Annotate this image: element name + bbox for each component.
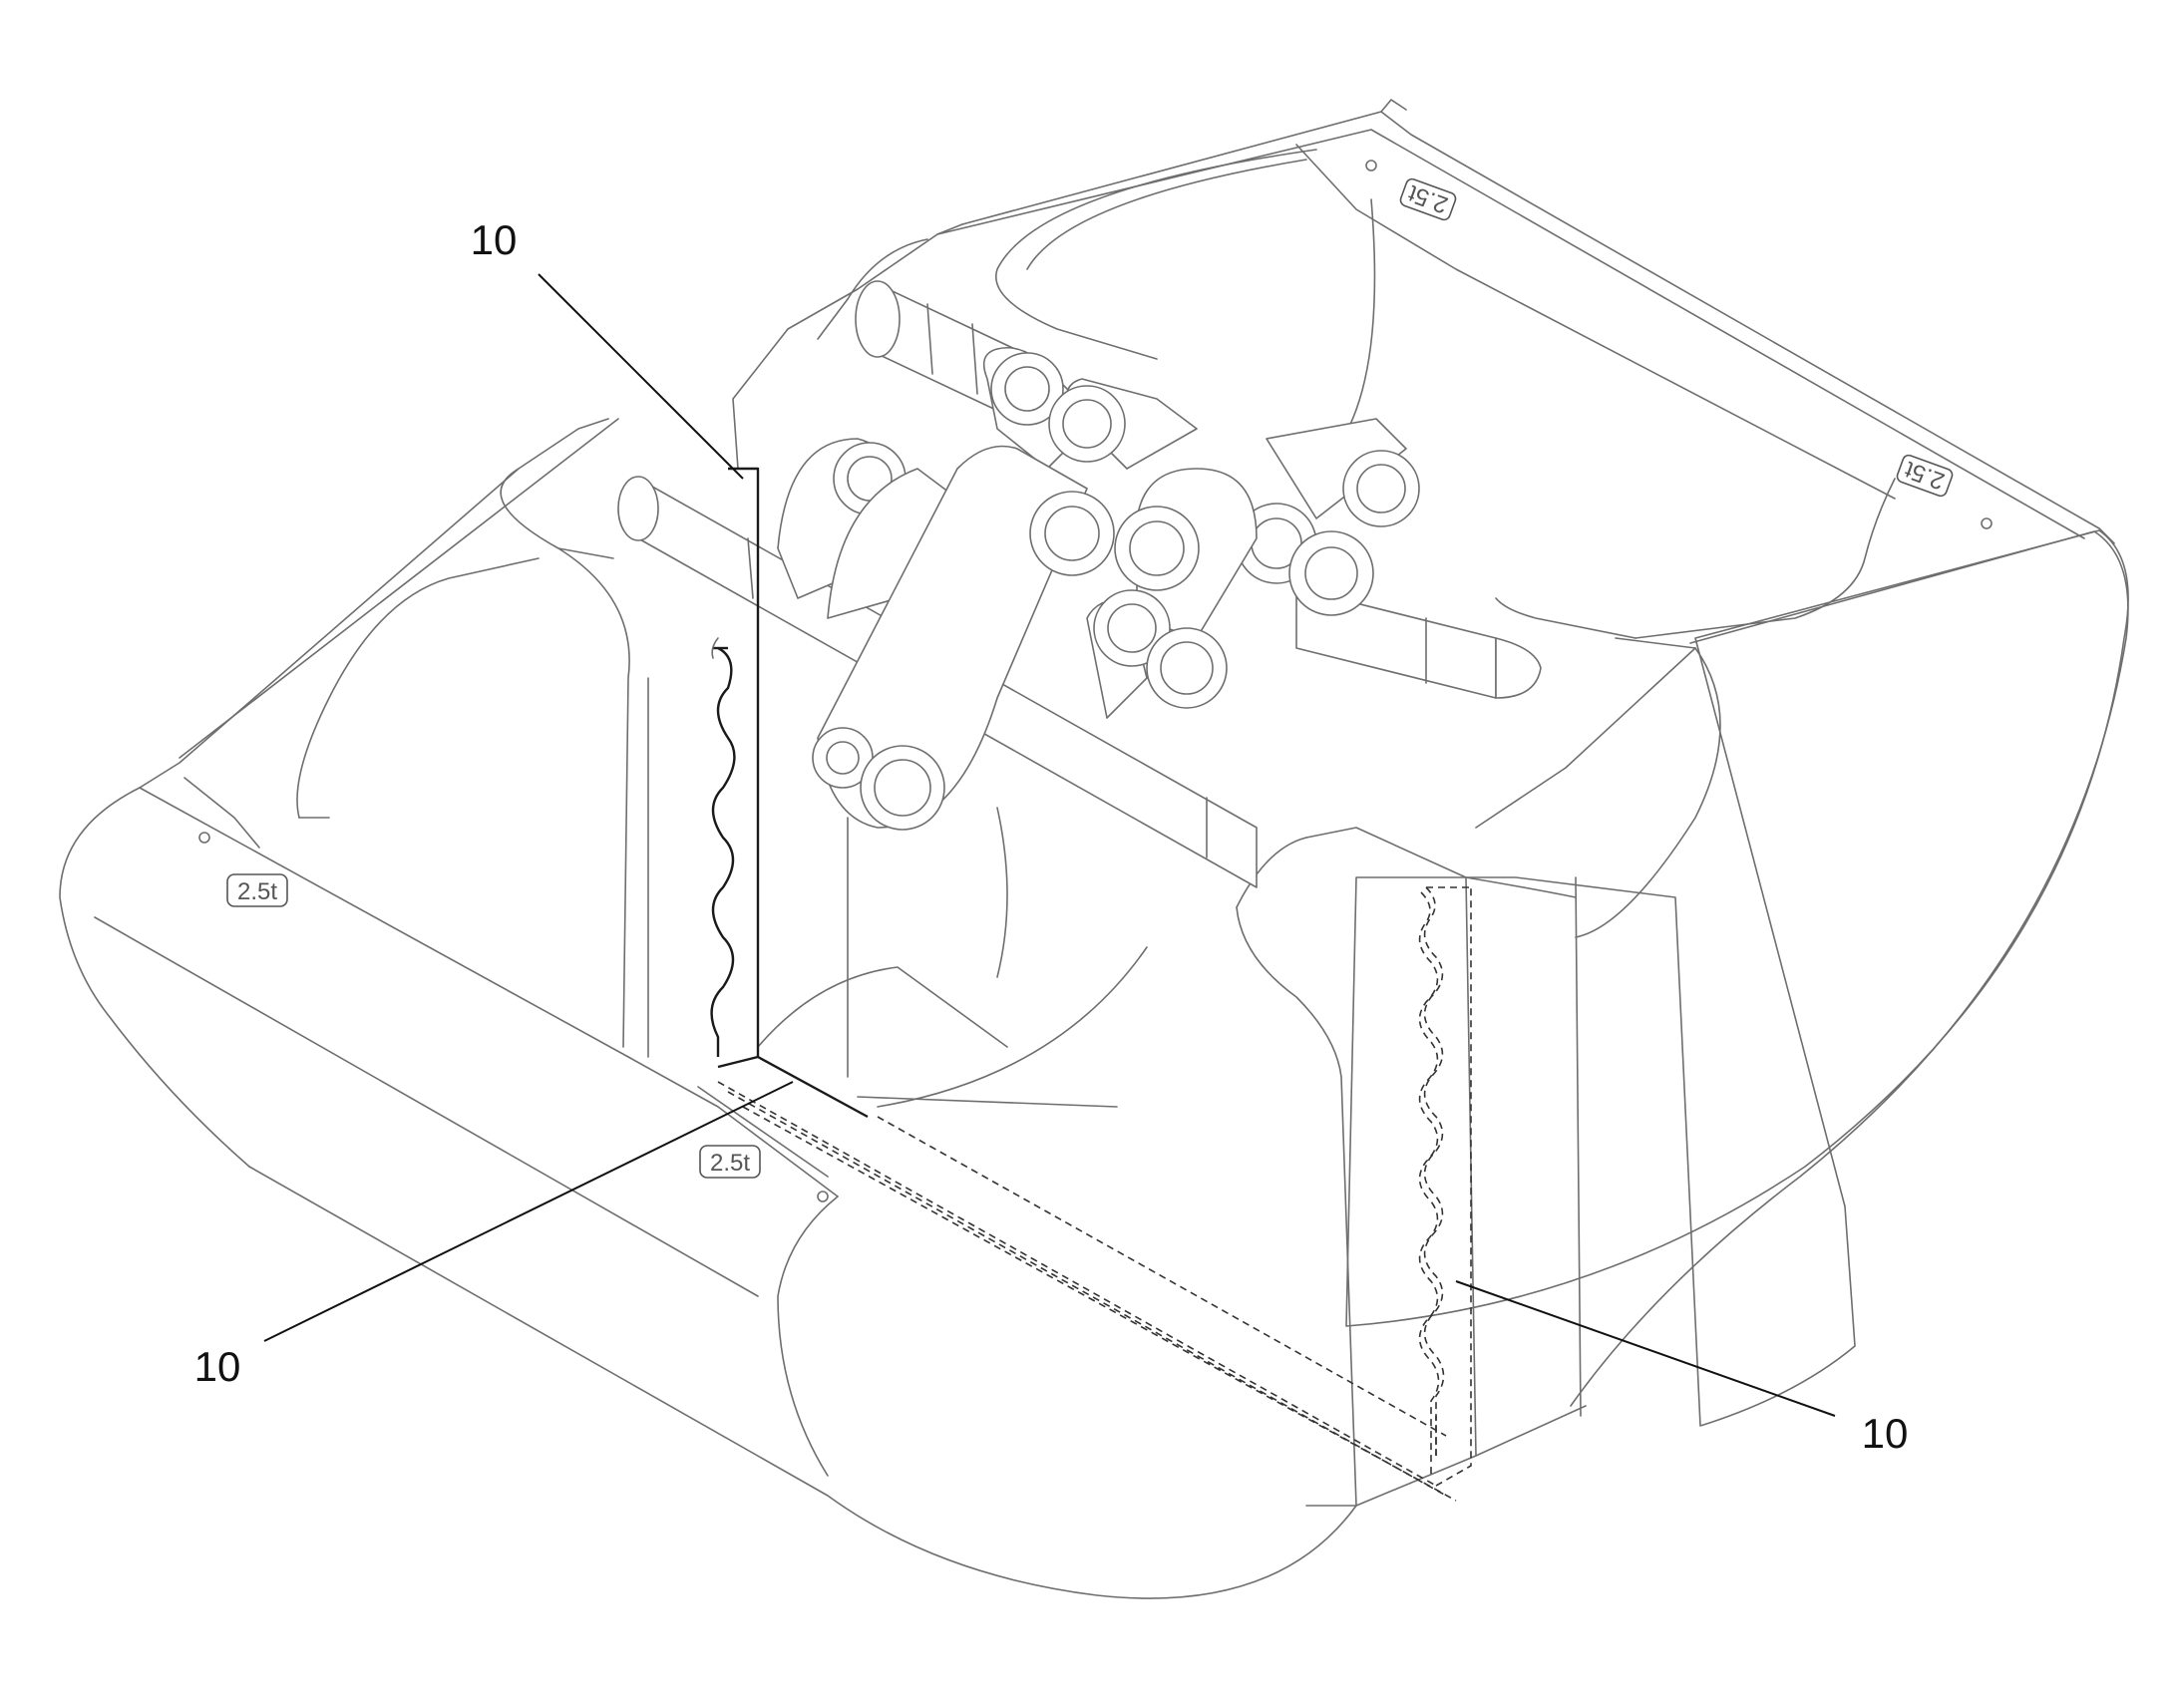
leader-lines (263, 273, 1836, 1417)
leader-bottom-left (263, 1081, 794, 1342)
leader-top-left (538, 273, 744, 480)
notched-strip-left (710, 467, 869, 1119)
capacity-plate-front-text: 2.5t (710, 1150, 750, 1177)
reference-numeral-bottom-left: 10 (194, 1343, 241, 1390)
pivot-shafts (617, 280, 1542, 888)
bucket-interior (296, 468, 1148, 1108)
bucket-body-front (59, 418, 1357, 1599)
capacity-plate-left-side: 2.5t (226, 873, 288, 907)
capacity-plate-back-top: 2.5t (1399, 177, 1457, 221)
link-plates (777, 346, 1420, 831)
leader-bottom-right (1455, 1280, 1836, 1417)
reference-numeral-top-left: 10 (471, 216, 518, 263)
hidden-strip-lines (717, 886, 1472, 1502)
reference-numeral-bottom-right: 10 (1862, 1410, 1909, 1457)
bucket-right-front-panel (1236, 827, 1587, 1507)
capacity-plate-back-right: 2.5t (1896, 454, 1954, 498)
bucket-right-side-wall (1345, 529, 2129, 1427)
capacity-plate-left-side-text: 2.5t (237, 878, 277, 905)
capacity-plate-front: 2.5t (699, 1145, 761, 1179)
